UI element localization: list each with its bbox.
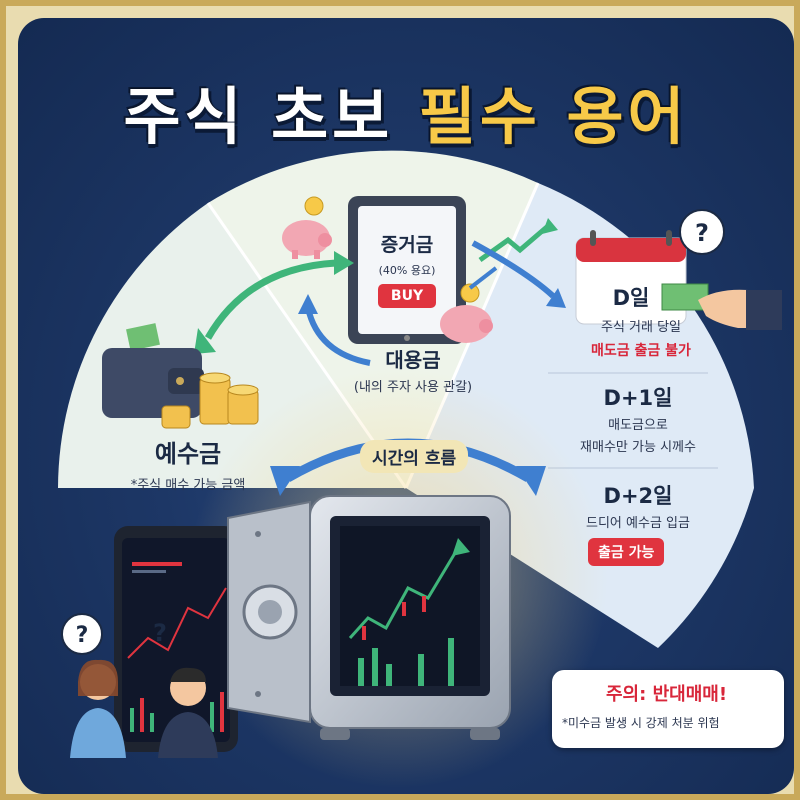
trend-up-arrow-icon (468, 218, 558, 290)
margin-note: (40% 용요) (378, 264, 436, 277)
question-bubble-icon (61, 613, 103, 655)
substitute-note: (내의 주자 사용 관갈) (353, 380, 473, 395)
question-mark: ? (76, 623, 89, 648)
beginner-man-icon (158, 667, 218, 758)
buy-button[interactable]: BUY (378, 284, 436, 308)
timeline-line2-1: 재매수만 가능 시께수 (580, 440, 696, 455)
timeline-warning-0: 매도금 출금 불가 (591, 343, 691, 359)
warning-subtext: *미수금 발생 시 강제 처분 위험 (562, 716, 720, 730)
exchange-arrow-icon (194, 251, 354, 354)
safe-door-icon (227, 500, 311, 724)
timeline-day-1: D+1일 (603, 386, 673, 410)
warning-title: 주의: 반대매매! (606, 684, 728, 705)
beginner-woman-icon (70, 659, 126, 758)
piggy-bank-icon (440, 283, 493, 343)
calendar-icon (575, 230, 687, 325)
timeline-line1-0: 주식 거래 당일 (600, 320, 682, 335)
cash-hand-icon (661, 283, 782, 330)
substitute-title: 대용금 (385, 348, 441, 372)
timeline-line1-1: 매도금으로 (608, 418, 668, 433)
to-calendar-arrow-icon (471, 240, 566, 308)
time-flow-label: 시간의 흐름 (360, 440, 469, 473)
title-part-1: 주식 초보 (123, 80, 394, 153)
warning-box: 주의: 반대매매! *미수금 발생 시 강제 처분 위험 (552, 670, 784, 748)
question-bubble-icon (679, 209, 725, 255)
timeline-line1-2: 드디어 예수금 입금 (586, 516, 690, 531)
margin-title: 증거금 (380, 234, 434, 256)
illustration-canvas: ? ? ? ! (58, 150, 782, 788)
coin-stack-icon (161, 372, 259, 429)
piggy-bank-icon (282, 196, 332, 259)
timeline-day-2: D+2일 (603, 484, 673, 508)
smartphone-icon (114, 526, 238, 752)
substitute-arrow-icon (298, 294, 371, 366)
safe-icon (309, 495, 511, 740)
infographic-panel: 주식 초보 필수 용어 (18, 18, 794, 794)
withdraw-available-badge: 출금 가능 (588, 538, 665, 566)
question-mark: ? (695, 219, 709, 247)
wallet-icon (102, 323, 204, 418)
deposit-title: 예수금 (154, 440, 222, 468)
page-title: 주식 초보 필수 용어 (18, 66, 794, 156)
title-part-2-highlight: 필수 용어 (418, 80, 689, 153)
question-mark: ? (153, 619, 167, 647)
deposit-note: *주식 매수 가능 금액 (130, 478, 246, 493)
timeline-day-0: D일 (612, 286, 650, 310)
